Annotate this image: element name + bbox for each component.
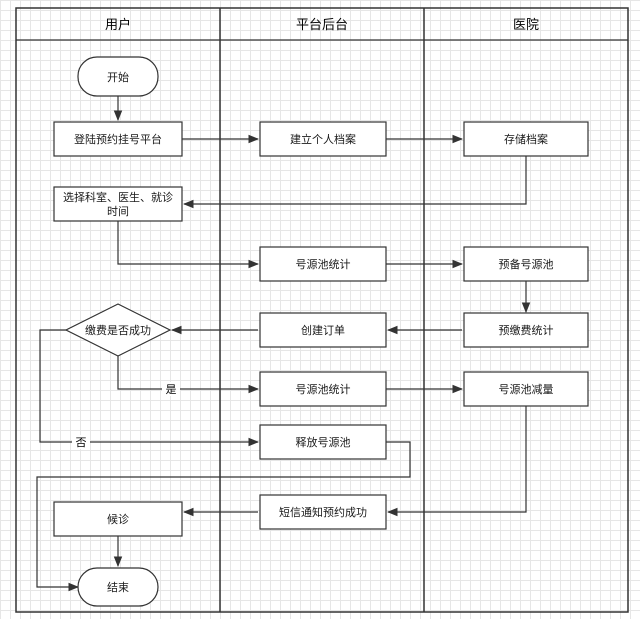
edge-label-yes: 是 [166, 383, 177, 396]
node-pay-success [64, 303, 172, 357]
edge-label-yes-bg [162, 382, 180, 396]
edge-label-no: 否 [76, 436, 87, 449]
node-login-label: 登陆预约挂号平台 [74, 132, 162, 146]
node-end [77, 567, 159, 607]
edge-label-no-bg [72, 435, 90, 449]
node-choose-label-line1: 选择科室、医生、就诊 [63, 190, 173, 204]
node-start-label: 开始 [107, 70, 129, 84]
edge-store-choose [182, 156, 527, 209]
node-release-pool-label: 释放号源池 [296, 435, 351, 449]
node-store-profile [463, 121, 589, 157]
edge-reduce-sms [386, 406, 527, 517]
node-pool-stats-1-label: 号源池统计 [296, 257, 351, 271]
node-pay-success-label: 缴费是否成功 [85, 323, 151, 337]
edge-pay-yes [117, 356, 260, 394]
node-prepay-stats [463, 312, 589, 348]
node-pool-stats-2 [259, 371, 387, 407]
node-release-pool [259, 424, 387, 460]
node-reserve-pool [463, 246, 589, 282]
node-wait-label: 候诊 [107, 512, 129, 526]
node-pool-reduce-label: 号源池减量 [499, 382, 554, 396]
node-sms-notify [259, 494, 387, 530]
node-end-label: 结束 [107, 581, 129, 594]
node-sms-notify-label: 短信通知预约成功 [279, 505, 367, 519]
node-pool-reduce [463, 371, 589, 407]
node-start [77, 56, 159, 97]
edge-release-end [36, 441, 411, 592]
lane-title-user: 用户 [105, 17, 131, 33]
node-store-profile-label: 存储档案 [504, 132, 548, 146]
swimlane-frame [15, 7, 629, 613]
node-create-order [259, 312, 387, 348]
lane-border [15, 7, 629, 613]
node-login [53, 121, 183, 157]
node-pool-stats-1 [259, 246, 387, 282]
node-choose [53, 186, 183, 222]
node-pool-stats-2-label: 号源池统计 [296, 382, 351, 396]
node-reserve-pool-label: 预备号源池 [499, 257, 554, 271]
edge-pay-no [39, 329, 260, 447]
node-wait [53, 501, 183, 537]
lane-title-hospital: 医院 [513, 18, 539, 33]
node-prepay-stats-label: 预缴费统计 [499, 323, 554, 337]
node-create-profile [259, 121, 387, 157]
edge-choose-pool-stats [117, 221, 260, 269]
node-create-profile-label: 建立个人档案 [290, 132, 356, 146]
lane-title-platform: 平台后台 [296, 18, 348, 33]
node-choose-label-line2: 时间 [107, 205, 129, 218]
node-create-order-label: 创建订单 [301, 323, 345, 337]
